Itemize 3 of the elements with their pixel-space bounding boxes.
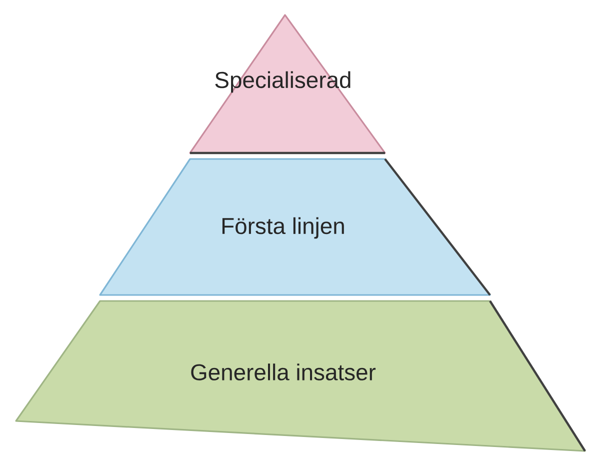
pyramid-level: Generella insatser <box>15 300 586 452</box>
pyramid-level: Specialiserad <box>189 14 386 154</box>
pyramid-level: Första linjen <box>99 158 491 296</box>
